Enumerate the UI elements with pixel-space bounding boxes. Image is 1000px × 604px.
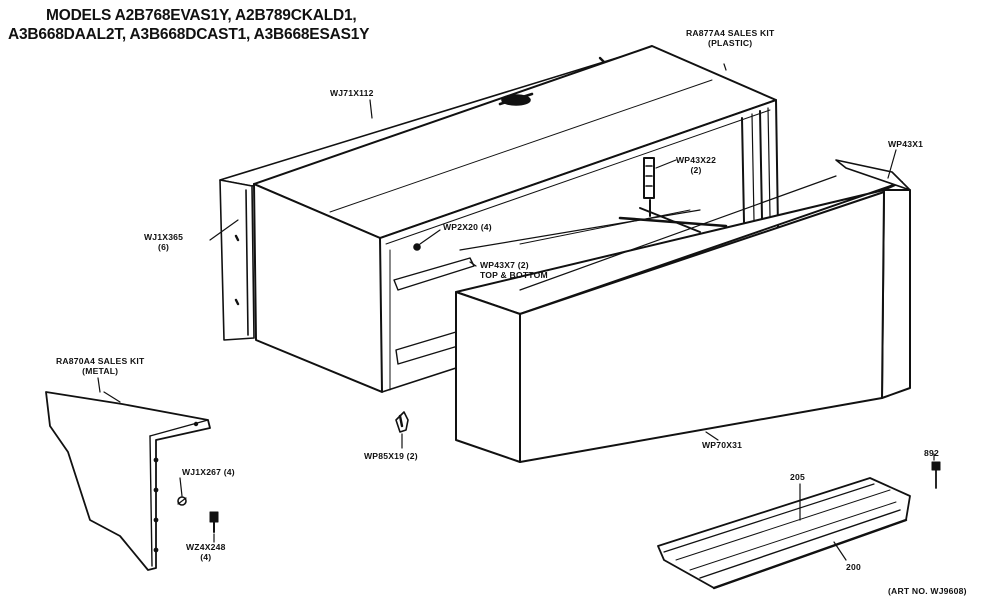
label-wp70x31: WP70X31	[702, 440, 743, 450]
label-ra870a4: RA870A4 SALES KIT (METAL)	[56, 356, 144, 376]
label-wp85x19: WP85X19 (2)	[364, 451, 418, 461]
drain-tray	[657, 477, 911, 590]
front-panel	[455, 159, 911, 463]
metal-sales-kit	[45, 391, 211, 571]
label-ra870a4-name: RA870A4 SALES KIT	[56, 356, 145, 366]
label-wp43x7-name: WP43X7 (2)	[480, 260, 529, 270]
label-wp43x22-qty: (2)	[690, 165, 702, 175]
label-wz4x248-name: WZ4X248	[186, 542, 226, 552]
label-wz4x248-qty: (4)	[200, 552, 212, 562]
label-205: 205	[790, 472, 805, 482]
label-wp43x22-name: WP43X22	[676, 155, 717, 165]
label-ra877a4-name: RA877A4 SALES KIT	[686, 28, 775, 38]
label-wp43x7: WP43X7 (2) TOP & BOTTOM	[480, 260, 548, 280]
label-wz4x248: WZ4X248 (4)	[186, 542, 226, 562]
label-wj1x365-name: WJ1X365	[144, 232, 184, 242]
screw-wz4x248	[209, 511, 219, 533]
clip-wp85x19	[395, 411, 409, 433]
label-ra870a4-type: (METAL)	[82, 366, 119, 376]
leader-lines	[97, 63, 935, 561]
screw-wj1x267	[177, 496, 187, 506]
models-title-line1: MODELS A2B768EVAS1Y, A2B789CKALD1,	[46, 7, 357, 24]
label-wp43x22: WP43X22 (2)	[676, 155, 716, 175]
label-wp2x20: WP2X20 (4)	[443, 222, 492, 232]
label-892: 892	[924, 448, 939, 458]
interior-rails	[393, 157, 728, 365]
cabinet-box	[253, 45, 779, 393]
label-wj1x267: WJ1X267 (4)	[182, 467, 235, 477]
models-title-line2: A3B668DAAL2T, A3B668DCAST1, A3B668ESAS1Y	[8, 26, 370, 43]
label-wp43x7-note: TOP & BOTTOM	[480, 270, 548, 280]
label-wj1x365-qty: (6)	[158, 242, 170, 252]
label-200: 200	[846, 562, 861, 572]
art-number: (ART NO. WJ9608)	[888, 586, 967, 596]
label-wp43x1: WP43X1	[888, 139, 924, 149]
label-ra877a4-type: (PLASTIC)	[708, 38, 753, 48]
label-ra877a4: RA877A4 SALES KIT (PLASTIC)	[686, 28, 774, 48]
pin-892	[931, 461, 941, 489]
label-wj71x112: WJ71X112	[330, 88, 374, 98]
label-wj1x365: WJ1X365 (6)	[144, 232, 183, 252]
